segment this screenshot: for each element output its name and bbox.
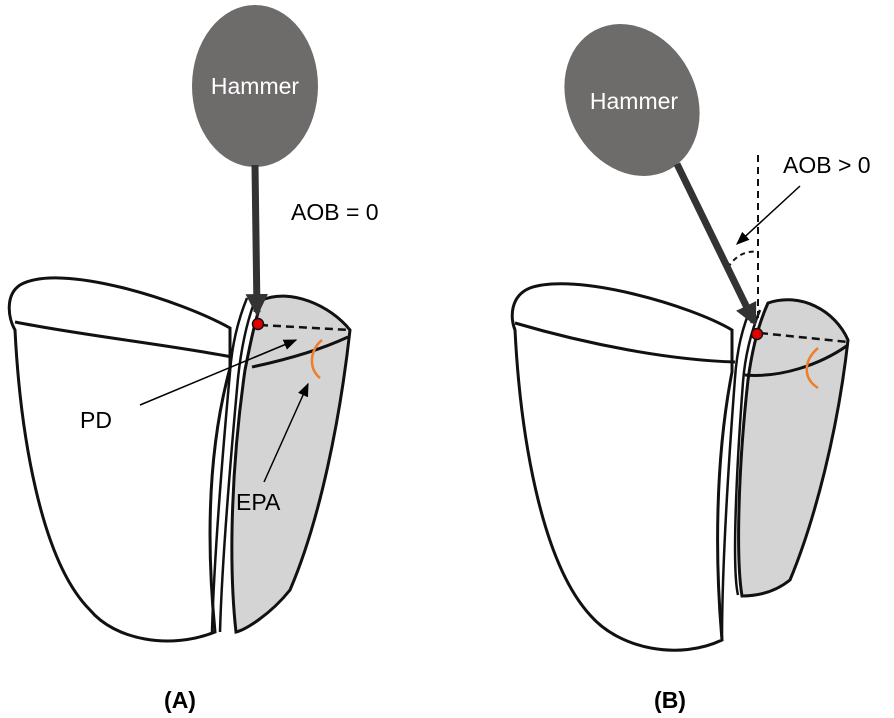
epa-label: EPA: [236, 489, 281, 515]
epa-arc-b: [805, 347, 819, 390]
aob-pointer-arrow: [736, 185, 801, 245]
caption-b: (B): [654, 687, 686, 713]
bone-block-b: [510, 282, 734, 652]
osteotomy-gap-b: [720, 304, 754, 641]
rim-line-a: [14, 320, 233, 359]
pd-pointer-arrow: [139, 339, 298, 406]
force-arrow-a: [245, 164, 268, 317]
pd-label: PD: [80, 407, 112, 433]
impact-point-a: [251, 317, 265, 331]
hammer-head-a: [192, 5, 318, 167]
hammer-label-b: Hammer: [590, 88, 679, 114]
bone-fragment-a: [230, 294, 352, 634]
aob-arc-b: [727, 250, 759, 269]
force-arrow-b: [673, 162, 758, 327]
caption-a: (A): [164, 687, 196, 713]
osteotomy-gap-a: [210, 297, 249, 633]
bone-fragment-b: [737, 298, 850, 598]
hammer-head-b: [564, 24, 700, 176]
angle-label-b: AOB > 0: [783, 152, 871, 178]
rim-line-b: [514, 321, 736, 364]
hammer-label-a: Hammer: [211, 73, 300, 99]
impact-point-b: [750, 327, 764, 341]
bone-block-a: [7, 276, 232, 643]
epa-pointer-arrow: [263, 382, 309, 483]
panel-a: Hammer AOB = 0 PD EPA (A): [7, 5, 379, 713]
hinge-line-a: [259, 323, 351, 332]
hinge-line-b: [759, 331, 849, 344]
angle-label-a: AOB = 0: [291, 199, 379, 225]
epa-arc-a: [310, 339, 323, 379]
panel-b: Hammer AOB > 0 (B): [510, 24, 871, 713]
